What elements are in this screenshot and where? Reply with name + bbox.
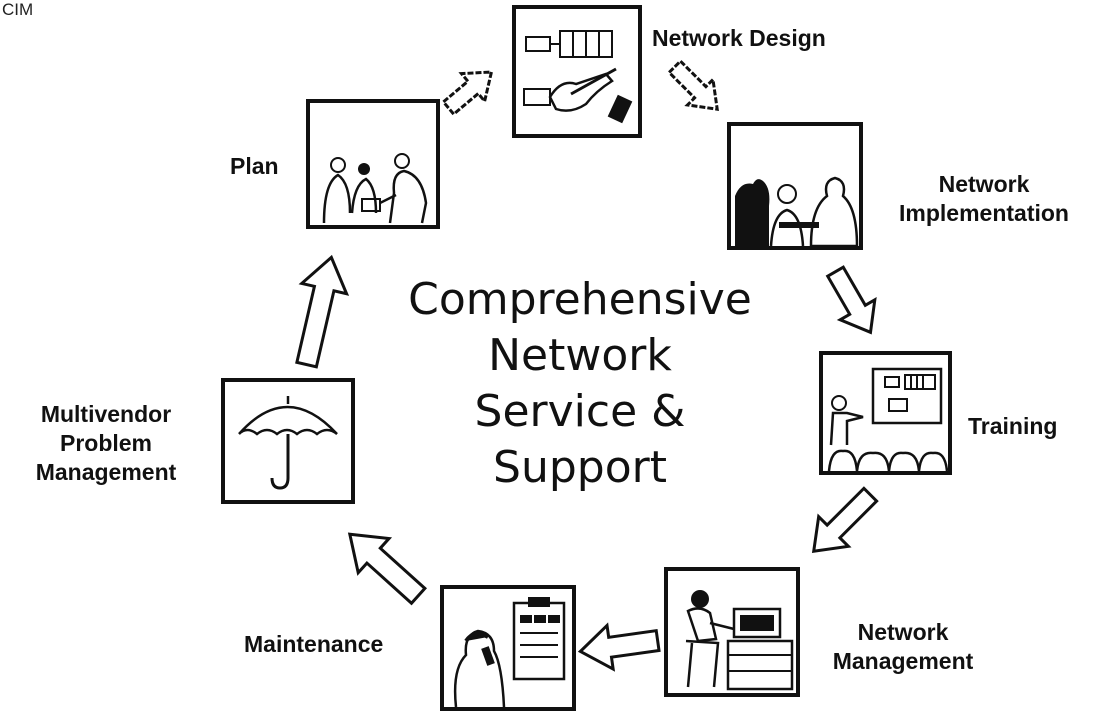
network-management-label: Network Management <box>806 618 1000 676</box>
maintenance-label: Maintenance <box>244 631 384 657</box>
network-management-line-1: Network <box>857 619 949 645</box>
arrow-design-to-implementation <box>659 51 733 125</box>
network-management-line-2: Management <box>832 648 974 674</box>
arrow-plan-to-design <box>434 55 506 124</box>
maintenance-illustration <box>440 585 576 711</box>
arrow-multivendor-to-plan <box>282 250 356 372</box>
multivendor-line-2: Problem <box>59 430 153 456</box>
network-implementation-label: Network Implementation <box>872 170 1096 228</box>
classroom-presentation-icon <box>827 367 948 471</box>
multivendor-line-3: Management <box>35 459 177 485</box>
center-title-line-2: Network <box>488 330 672 381</box>
corner-logo-text: CIM <box>2 0 34 19</box>
center-title-line-4: Support <box>493 442 667 493</box>
umbrella-icon <box>238 396 338 490</box>
multivendor-label: Multivendor Problem Management <box>0 400 212 487</box>
network-design-illustration <box>512 5 642 138</box>
network-implementation-illustration <box>727 122 863 250</box>
multivendor-illustration <box>221 378 355 504</box>
training-illustration <box>819 351 952 475</box>
multivendor-line-1: Multivendor <box>40 401 172 427</box>
training-label: Training <box>968 413 1058 439</box>
network-implementation-line-1: Network <box>938 171 1030 197</box>
network-design-label: Network Design <box>652 25 826 51</box>
people-meeting-icon <box>735 176 859 246</box>
center-title-line-3: Service & <box>474 386 686 437</box>
center-title-line-1: Comprehensive <box>408 274 752 325</box>
phone-clipboard-icon <box>453 597 566 707</box>
operator-terminal-icon <box>685 590 794 691</box>
arrow-implementation-to-training <box>815 259 890 345</box>
arrow-management-to-maintenance <box>575 617 663 676</box>
arrow-training-to-management <box>796 477 888 569</box>
center-title: Comprehensive Network Service & Support <box>370 272 790 496</box>
plan-label: Plan <box>230 153 279 179</box>
network-management-illustration <box>664 567 800 697</box>
drafting-hand-icon <box>523 30 633 124</box>
planning-team-icon <box>322 153 428 224</box>
network-implementation-line-2: Implementation <box>899 200 1069 226</box>
plan-illustration <box>306 99 440 229</box>
arrow-maintenance-to-multivendor <box>332 514 437 615</box>
